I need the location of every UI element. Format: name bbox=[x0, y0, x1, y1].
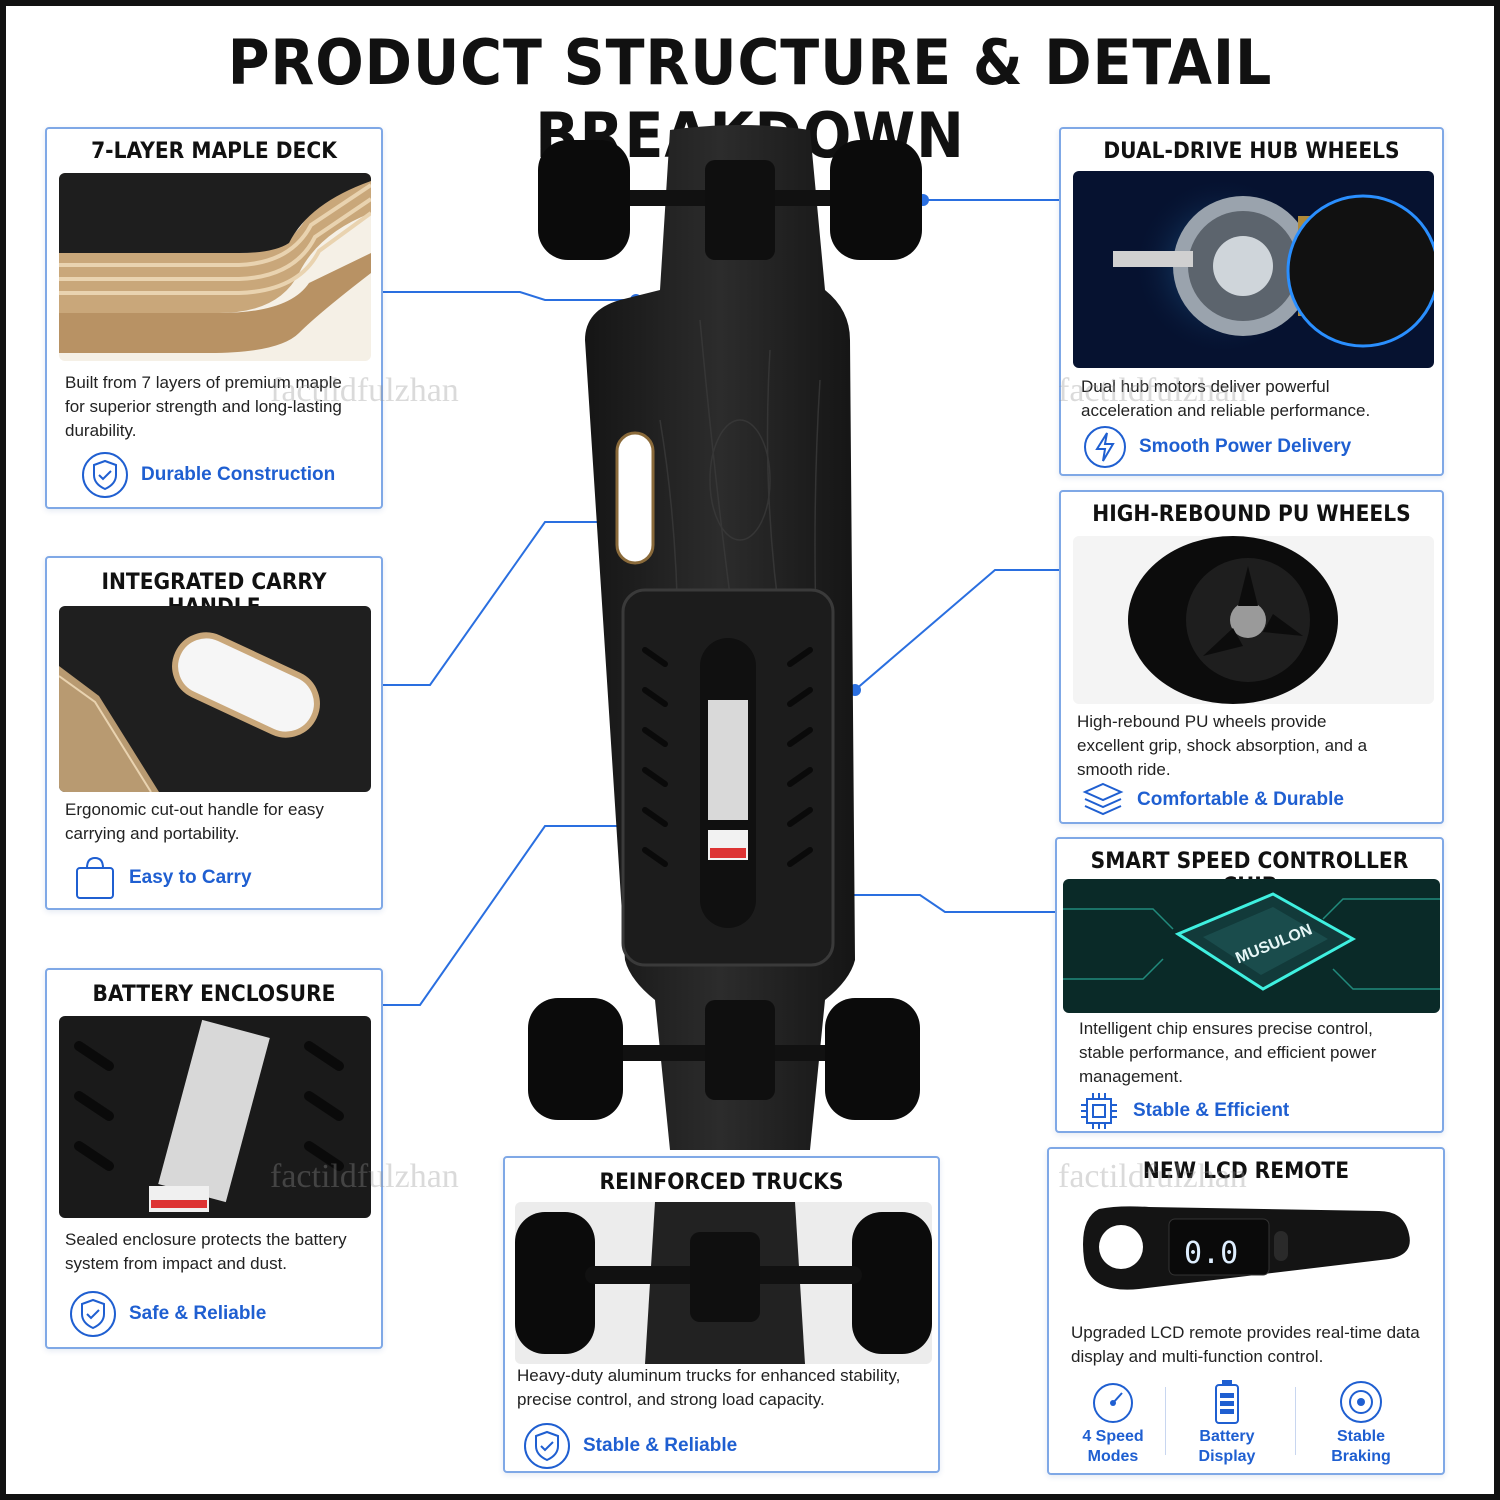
hub-motor-image bbox=[1073, 171, 1434, 368]
feature-durable-construction: Durable Construction bbox=[81, 451, 335, 499]
carry-handle-image bbox=[59, 606, 371, 792]
card-description: Dual hub motors deliver powerful acceler… bbox=[1081, 377, 1371, 420]
feature-label: Comfortable & Durable bbox=[1137, 789, 1344, 810]
feature-comfortable-durable: Comfortable & Durable bbox=[1081, 780, 1344, 820]
remote-feature-line1: Stable bbox=[1336, 1428, 1385, 1445]
card-maple-deck: 7-LAYER MAPLE DECK Built from 7 layers o… bbox=[45, 127, 383, 509]
remote-feature-line2: Braking bbox=[1331, 1448, 1391, 1465]
card-description: Upgraded LCD remote provides real-time d… bbox=[1071, 1323, 1420, 1366]
feature-label: Smooth Power Delivery bbox=[1139, 436, 1352, 457]
speedometer-icon bbox=[1093, 1383, 1133, 1423]
shopping-bag-icon bbox=[76, 856, 114, 899]
watermark: factildfulzhan bbox=[270, 1158, 459, 1195]
card-lcd-remote: NEW LCD REMOTE 0.0 Upgraded LCD remote p… bbox=[1047, 1147, 1445, 1475]
card-description: Built from 7 layers of premium maple for… bbox=[65, 373, 342, 440]
watermark: factildfulzhan bbox=[1058, 372, 1247, 409]
shield-check-icon bbox=[70, 1291, 116, 1337]
card-description: Ergonomic cut-out handle for easy carryi… bbox=[65, 800, 324, 843]
watermark: factildfulzhan bbox=[1058, 1158, 1247, 1195]
card-title: HIGH-REBOUND PU WHEELS bbox=[1092, 502, 1411, 527]
divider bbox=[1295, 1387, 1296, 1455]
card-title: REINFORCED TRUCKS bbox=[599, 1170, 844, 1195]
card-reinforced-trucks: REINFORCED TRUCKS Heavy-duty aluminum tr… bbox=[503, 1156, 940, 1473]
feature-label: Safe & Reliable bbox=[129, 1303, 267, 1324]
card-title: BATTERY ENCLOSURE bbox=[92, 982, 336, 1007]
lightning-icon bbox=[1084, 426, 1126, 468]
card-title: NEW LCD REMOTE bbox=[1142, 1159, 1350, 1184]
layers-icon bbox=[1082, 782, 1124, 816]
watermark: factildfulzhan bbox=[270, 372, 459, 409]
card-description: Intelligent chip ensures precise control… bbox=[1079, 1019, 1377, 1086]
feature-safe-reliable: Safe & Reliable bbox=[69, 1290, 266, 1338]
feature-label: Stable & Efficient bbox=[1133, 1100, 1290, 1121]
feature-label: Stable & Reliable bbox=[583, 1435, 738, 1456]
maple-deck-image bbox=[59, 173, 371, 361]
card-description: Heavy-duty aluminum trucks for enhanced … bbox=[517, 1366, 901, 1409]
feature-stable-reliable: Stable & Reliable bbox=[523, 1422, 737, 1470]
card-description: Sealed enclosure protects the battery sy… bbox=[65, 1230, 347, 1273]
card-pu-wheels: HIGH-REBOUND PU WHEELS High-rebound PU w… bbox=[1059, 490, 1444, 824]
remote-feature-line1: 4 Speed bbox=[1082, 1428, 1144, 1445]
card-description: High-rebound PU wheels provide excellent… bbox=[1077, 712, 1368, 779]
brake-disc-icon bbox=[1340, 1381, 1382, 1423]
card-speed-controller-chip: SMART SPEED CONTROLLER CHIP MUSULON Inte… bbox=[1055, 837, 1444, 1133]
remote-feature-line2: Modes bbox=[1087, 1448, 1139, 1465]
remote-feature-line2: Display bbox=[1198, 1448, 1256, 1465]
battery-enclosure-image bbox=[59, 1016, 371, 1218]
battery-icon bbox=[1215, 1380, 1239, 1424]
remote-feature-speed-modes: 4 Speed Modes bbox=[1063, 1379, 1163, 1465]
reinforced-trucks-image bbox=[515, 1202, 932, 1364]
feature-easy-to-carry: Easy to Carry bbox=[73, 854, 252, 902]
chip-icon bbox=[1081, 1093, 1117, 1129]
pu-wheel-image bbox=[1073, 536, 1434, 704]
remote-feature-stable-braking: Stable Braking bbox=[1311, 1379, 1411, 1465]
feature-label: Easy to Carry bbox=[129, 867, 252, 888]
shield-check-icon bbox=[524, 1423, 570, 1469]
divider bbox=[1165, 1387, 1166, 1455]
controller-chip-image: MUSULON bbox=[1063, 879, 1440, 1013]
skateboard-illustration bbox=[528, 125, 922, 1150]
lcd-remote-image: 0.0 bbox=[1059, 1189, 1437, 1317]
card-title: 7-LAYER MAPLE DECK bbox=[91, 139, 337, 164]
lcd-readout: 0.0 bbox=[1184, 1236, 1238, 1271]
card-title: DUAL-DRIVE HUB WHEELS bbox=[1103, 139, 1400, 164]
card-carry-handle: INTEGRATED CARRY HANDLE Ergonomic cut-ou… bbox=[45, 556, 383, 910]
remote-feature-line1: Battery bbox=[1199, 1428, 1255, 1445]
card-title: SMART SPEED CONTROLLER CHIP bbox=[1090, 849, 1409, 899]
feature-label: Durable Construction bbox=[141, 464, 336, 485]
feature-stable-efficient: Stable & Efficient bbox=[1077, 1089, 1289, 1133]
shield-check-icon bbox=[82, 452, 128, 498]
card-battery-enclosure: BATTERY ENCLOSURE Sealed enclosure prote… bbox=[45, 968, 383, 1349]
feature-smooth-power: Smooth Power Delivery bbox=[1083, 425, 1351, 469]
remote-feature-battery-display: Battery Display bbox=[1177, 1379, 1277, 1465]
card-dual-drive-hub: DUAL-DRIVE HUB WHEELS Dual hub motors de… bbox=[1059, 127, 1444, 476]
